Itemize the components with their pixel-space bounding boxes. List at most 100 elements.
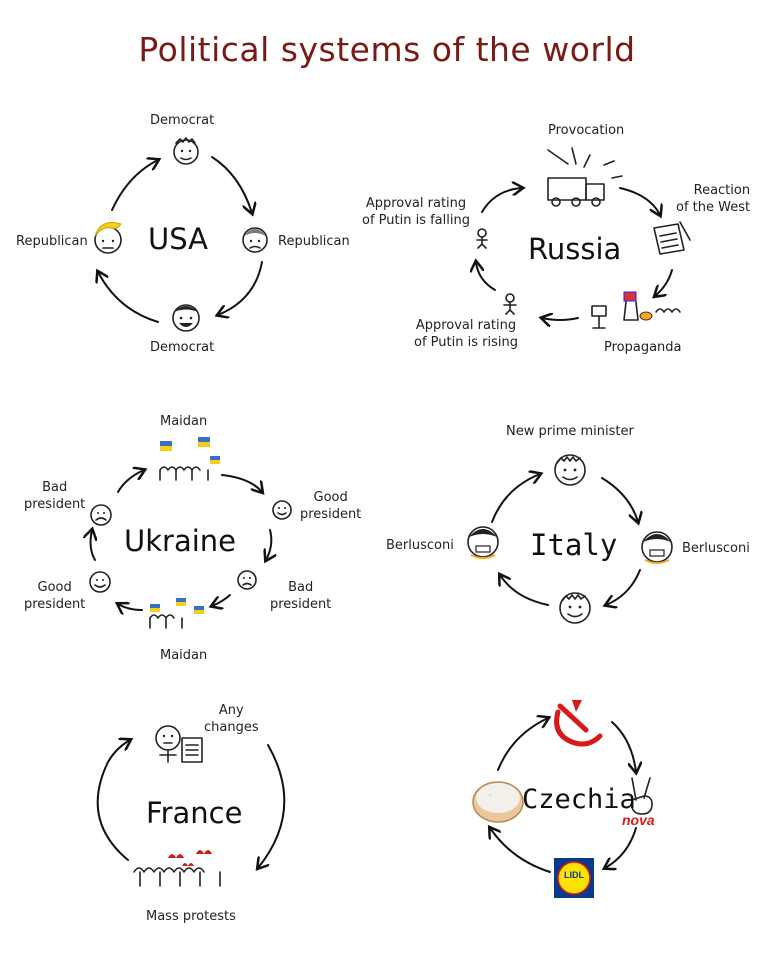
- italy-arrow-3: [500, 575, 549, 606]
- ukraine-arrow-4: [118, 604, 143, 610]
- ukraine-label-top-left: Bad president: [24, 479, 85, 513]
- ukraine-arrow-3: [212, 594, 231, 606]
- france-arrow-2: [96, 740, 130, 861]
- france-label-top-line2: changes: [204, 720, 259, 735]
- russia-arrow-1: [619, 187, 660, 215]
- italy-label-left: Berlusconi: [386, 538, 454, 553]
- donut-icon: [472, 781, 524, 823]
- prime-minister-face-bottom-icon: [559, 592, 591, 624]
- ukraine-label-right-line2: president: [300, 507, 362, 522]
- republican-face-left: [94, 222, 122, 254]
- nova-logo: nova: [622, 812, 655, 828]
- good-president-face-left-icon: [89, 571, 111, 593]
- ukraine-label-bottom-left-line2: president: [24, 597, 86, 612]
- maidan-crowd-top-icon: [159, 437, 220, 481]
- berlusconi-face-right-icon: [641, 531, 673, 564]
- provocation-truck-icon: [547, 147, 623, 207]
- russia-label-top: Provocation: [548, 123, 625, 138]
- ukraine-label-bottom-left: Good president: [24, 579, 85, 613]
- france-name: France: [146, 796, 243, 830]
- hammer-sickle-icon: [554, 700, 603, 747]
- putin-figure-rising-icon: [503, 293, 517, 315]
- ukraine-label-bottom-right-line1: Bad: [288, 580, 314, 595]
- ukraine-label-top-left-line1: Bad: [42, 480, 68, 495]
- italy-arrow-2: [606, 569, 641, 605]
- russia-arrow-4: [476, 262, 496, 291]
- ukraine-label-bottom: Maidan: [160, 648, 208, 663]
- any-changes-figure-icon: [155, 725, 203, 763]
- ukraine-arrow-1: [221, 474, 262, 492]
- republican-face-right: [242, 227, 268, 253]
- italy-label-top: New prime minister: [506, 424, 634, 439]
- russia-label-bottom-left: Approval rating of Putin is rising: [414, 317, 518, 351]
- prime-minister-face-top-icon: [554, 454, 586, 486]
- russia-arrow-3: [542, 318, 579, 320]
- berlusconi-face-left-icon: [467, 526, 499, 559]
- democrat-face-bottom: [172, 304, 200, 332]
- putin-figure-falling-icon: [476, 228, 488, 249]
- usa-arrow-2: [218, 261, 263, 315]
- russia-label-top-left-line1: Approval rating: [365, 196, 467, 211]
- russia-label-top-left-line2: of Putin is falling: [362, 213, 470, 228]
- bad-president-face-left-icon: [90, 504, 112, 526]
- france-label-bottom: Mass protests: [146, 909, 236, 924]
- ukraine-arrow-6: [117, 470, 144, 493]
- russia-arrow-2: [655, 269, 673, 296]
- usa-label-left: Republican: [16, 234, 88, 249]
- czechia-cycle: [472, 700, 653, 898]
- italy-arrow-1: [601, 477, 638, 522]
- ukraine-cycle: [89, 437, 292, 629]
- usa-name: USA: [148, 222, 209, 256]
- czechia-arrow-3: [490, 828, 551, 873]
- ukraine-label-bottom-right: Bad president: [270, 579, 331, 613]
- russia-label-right: Reaction of the West: [676, 182, 750, 216]
- russia-label-bottom-right: Propaganda: [604, 340, 682, 355]
- lidl-logo-text: LIDL: [564, 870, 584, 880]
- russia-label-bottom-left-line2: of Putin is rising: [414, 335, 518, 350]
- mass-protests-crowd-icon: [133, 850, 221, 887]
- ukraine-label-right-line1: Good: [313, 490, 348, 505]
- france-label-top: Any changes: [204, 702, 259, 736]
- reaction-document-icon: [653, 221, 691, 255]
- lidl-logo-icon: [554, 858, 594, 898]
- bad-president-face-right-icon: [237, 570, 257, 590]
- ukraine-arrow-5: [91, 530, 95, 561]
- usa-cycle: [94, 137, 268, 332]
- czechia-arrow-2: [605, 827, 637, 868]
- italy-name: Italy: [530, 528, 618, 562]
- ukraine-label-top-left-line2: president: [24, 497, 86, 512]
- czechia-arrow-1: [611, 721, 636, 772]
- maidan-crowd-bottom-icon: [149, 598, 204, 629]
- usa-arrow-3: [98, 272, 159, 323]
- usa-label-top: Democrat: [150, 113, 215, 128]
- ukraine-label-bottom-left-line1: Good: [37, 580, 72, 595]
- usa-label-right: Republican: [278, 234, 350, 249]
- victory-hand-icon: [630, 777, 653, 815]
- czechia-arrow-4: [497, 718, 548, 771]
- propaganda-camera-icon: [591, 291, 681, 329]
- russia-name: Russia: [528, 232, 622, 266]
- good-president-face-right-icon: [272, 500, 292, 520]
- usa-arrow-4: [111, 160, 158, 211]
- ukraine-label-right: Good president: [300, 489, 361, 523]
- ukraine-arrow-2: [266, 529, 271, 560]
- ukraine-name: Ukraine: [124, 524, 236, 558]
- russia-label-right-line1: Reaction: [693, 183, 751, 198]
- italy-arrow-4: [491, 474, 540, 523]
- italy-cycle: [467, 454, 673, 624]
- russia-label-top-left: Approval rating of Putin is falling: [362, 195, 470, 229]
- nova-logo-text: nova: [622, 812, 655, 828]
- france-cycle: [96, 725, 286, 887]
- usa-label-bottom: Democrat: [150, 340, 215, 355]
- russia-label-bottom-left-line1: Approval rating: [415, 318, 517, 333]
- page-title: Political systems of the world: [138, 30, 636, 69]
- france-label-top-line1: Any: [218, 703, 244, 718]
- czechia-name: Czechia: [522, 784, 636, 815]
- russia-arrow-5: [481, 188, 522, 213]
- italy-label-right: Berlusconi: [682, 541, 750, 556]
- russia-label-right-line2: of the West: [676, 200, 751, 215]
- russia-cycle: [476, 147, 691, 329]
- ukraine-label-top: Maidan: [160, 414, 208, 429]
- democrat-face-top: [173, 137, 199, 165]
